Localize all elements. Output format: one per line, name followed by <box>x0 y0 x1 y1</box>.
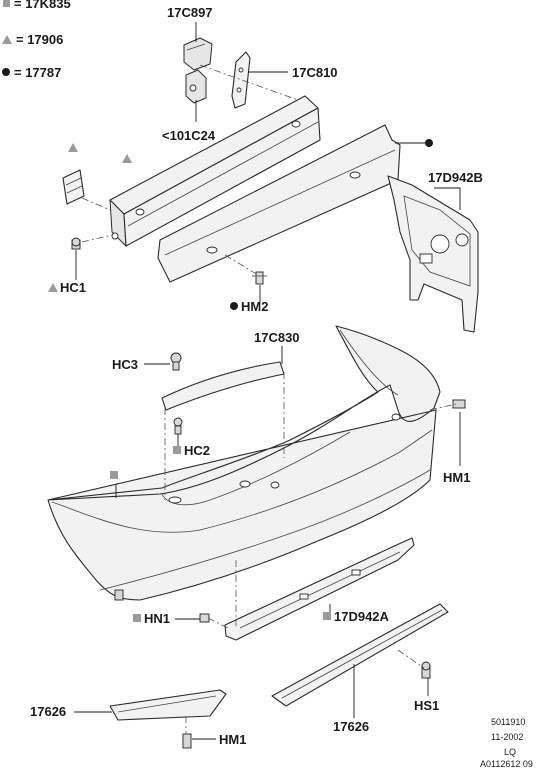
circle-symbol-icon <box>230 302 238 310</box>
legend-circle-text: = 17787 <box>14 65 61 80</box>
assembly-axis-line <box>207 617 229 629</box>
leader-lines <box>74 22 461 740</box>
callout-hc1: HC1 <box>60 280 86 295</box>
side-plate-left <box>62 169 85 205</box>
callout-17d942b: 17D942B <box>428 170 483 185</box>
callout-17d942a: 17D942A <box>334 609 390 624</box>
circle-symbol-icon <box>425 139 433 147</box>
callout-hc2: HC2 <box>184 443 210 458</box>
square-symbol-icon <box>110 471 118 479</box>
fastener-hm1-right <box>452 399 466 409</box>
fastener-hs1 <box>421 661 431 679</box>
bracket-17d942a <box>224 537 415 641</box>
legend-square-text: = 17K835 <box>14 0 71 11</box>
legend-triangle-text: = 17906 <box>16 32 63 47</box>
assembly-axis-line <box>81 197 111 211</box>
triangle-symbol-icon <box>122 154 132 163</box>
assembly-axis-line <box>199 64 299 101</box>
energy-absorber <box>157 124 401 283</box>
reference-line-3: LQ <box>504 747 516 757</box>
square-symbol-icon <box>323 612 331 620</box>
legend-circle-icon <box>2 68 10 76</box>
triangle-symbol-icon <box>68 143 78 152</box>
callout-17626-right: 17626 <box>333 719 369 734</box>
callout-hn1: HN1 <box>144 611 170 626</box>
assembly-axis-line <box>81 234 113 243</box>
bracket-17d942b <box>387 175 479 333</box>
bracket-17c810 <box>231 51 251 109</box>
callout-17c830: 17C830 <box>254 330 300 345</box>
drawing-reference: 5011910 11-2002 LQ A0112612 09 <box>480 717 533 768</box>
legend-square-icon <box>3 0 10 7</box>
reference-line-1: 5011910 <box>491 717 525 727</box>
fastener-hm1-bottom <box>182 733 192 749</box>
callout-17c810: 17C810 <box>292 65 338 80</box>
callout-hm2: HM2 <box>241 299 268 314</box>
reflector-strip-right <box>271 603 449 707</box>
bumper-reinforcement-beam <box>109 95 321 247</box>
reference-line-4: A0112612 09 <box>480 759 533 768</box>
fastener-hm2 <box>252 271 267 285</box>
square-symbol-icon <box>133 614 141 622</box>
reflector-strip-left <box>109 689 227 721</box>
fastener-hn1 <box>199 613 210 623</box>
bumper-cover <box>47 325 441 601</box>
assembly-axis-line <box>397 649 425 669</box>
fastener-hc3 <box>170 352 182 371</box>
callout-hm1-bottom: HM1 <box>219 732 246 747</box>
callout-17c897: 17C897 <box>167 5 213 20</box>
legend: = 17K835 = 17906 = 17787 <box>2 0 71 80</box>
fastener-hc1 <box>71 237 81 250</box>
reference-line-2: 11-2002 <box>491 732 523 742</box>
clip-101c24 <box>185 69 207 104</box>
callout-hs1: HS1 <box>414 698 439 713</box>
callout-101c24: <101C24 <box>162 128 216 143</box>
triangle-symbol-icon <box>48 283 58 292</box>
callout-hm1-right: HM1 <box>443 470 470 485</box>
bracket-17c897 <box>183 37 213 71</box>
legend-triangle-icon <box>2 35 12 44</box>
assembly-axis-line <box>224 254 259 276</box>
assembly-axis-line <box>429 403 457 411</box>
callout-17626-left: 17626 <box>30 704 66 719</box>
square-symbol-icon <box>173 446 181 454</box>
applique-17c830 <box>161 361 285 411</box>
fastener-hc2 <box>173 417 183 435</box>
callout-hc3: HC3 <box>112 357 138 372</box>
